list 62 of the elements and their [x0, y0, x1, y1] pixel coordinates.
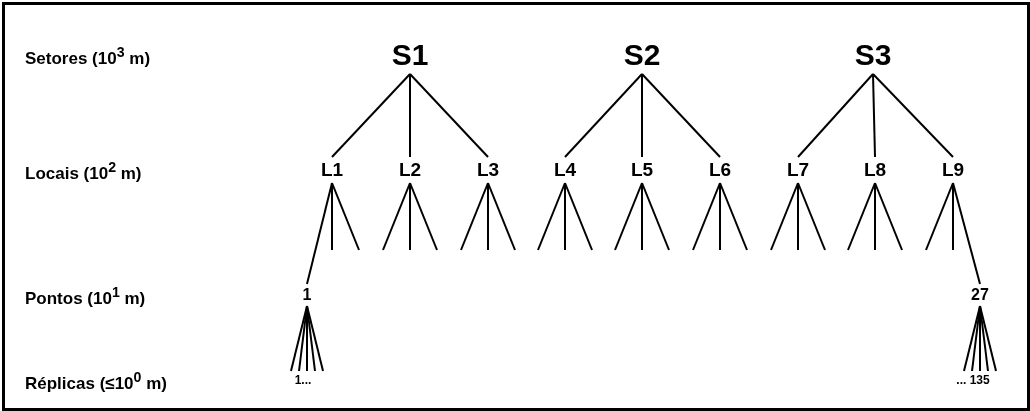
connector-line — [614, 182, 643, 251]
level-label: Setores (10$^{3}$ m) — [25, 44, 151, 69]
connector-line — [641, 73, 721, 158]
sector-label: S3 — [848, 36, 898, 74]
connector-line — [460, 182, 489, 251]
connector-line — [409, 182, 411, 251]
site-label: L7 — [778, 157, 818, 183]
connector-line — [290, 305, 308, 372]
connector-line — [641, 73, 643, 158]
connector-line — [719, 182, 721, 251]
connector-line — [692, 182, 721, 251]
connector-line — [874, 182, 903, 251]
connector-line — [306, 305, 316, 372]
connector-line — [872, 73, 954, 158]
replicate-label: 1... — [281, 371, 325, 389]
connector-line — [797, 182, 799, 251]
connector-line — [331, 73, 411, 158]
level-label: Locais (10$^{2}$ m) — [25, 159, 142, 184]
connector-line — [952, 182, 981, 285]
connector-line — [564, 182, 566, 251]
connector-line — [797, 73, 874, 158]
point-label: 27 — [965, 284, 995, 306]
site-label: L8 — [855, 157, 895, 183]
connector-line — [963, 305, 981, 372]
site-label: L5 — [622, 157, 662, 183]
connector-line — [331, 182, 333, 251]
connector-line — [925, 182, 954, 251]
connector-line — [641, 182, 643, 251]
connector-line — [872, 73, 876, 158]
connector-line — [409, 73, 489, 158]
connector-line — [409, 73, 411, 158]
connector-line — [564, 182, 593, 251]
connector-line — [719, 182, 748, 251]
level-label: Pontos (10$^{1}$ m) — [25, 284, 146, 309]
sector-label: S2 — [617, 36, 667, 74]
connector-line — [306, 305, 324, 372]
site-label: L9 — [933, 157, 973, 183]
site-label: L2 — [390, 157, 430, 183]
connector-line — [847, 182, 876, 251]
point-label: 1 — [295, 284, 319, 306]
connector-line — [797, 182, 826, 251]
site-label: L6 — [700, 157, 740, 183]
site-label: L3 — [468, 157, 508, 183]
connector-line — [537, 182, 566, 251]
connector-line — [952, 182, 954, 251]
level-label: Réplicas (≤10$^{0}$ m) — [25, 369, 167, 394]
connector-line — [770, 182, 799, 251]
connector-line — [487, 182, 489, 251]
connector-line — [487, 182, 516, 251]
connector-line — [409, 182, 438, 251]
connector-line — [382, 182, 411, 251]
connector-line — [331, 182, 360, 251]
connector-line — [979, 305, 997, 372]
connector-line — [564, 73, 643, 158]
replicate-label: ... 135 — [945, 371, 1001, 389]
connector-line — [306, 182, 333, 285]
sector-label: S1 — [385, 36, 435, 74]
site-label: L4 — [545, 157, 585, 183]
connector-line — [979, 305, 989, 372]
connector-line — [874, 182, 876, 251]
site-label: L1 — [312, 157, 352, 183]
connector-line — [641, 182, 670, 251]
